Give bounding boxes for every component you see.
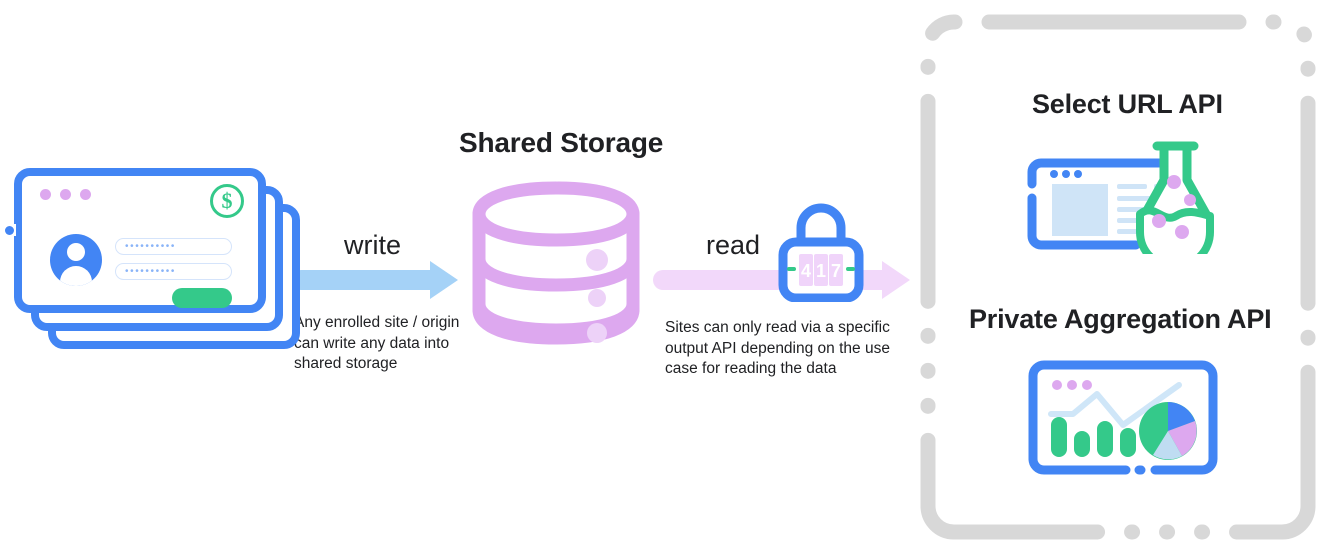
storage-dot-2	[588, 289, 606, 307]
combination-padlock-icon: 4 1 7	[778, 203, 864, 302]
select-url-api-heading: Select URL API	[1032, 89, 1223, 119]
source-sites-illustration: $ •••••••••• ••••••••••	[5, 168, 304, 358]
username-field[interactable]: ••••••••••	[115, 238, 232, 255]
avatar-head	[67, 243, 85, 261]
flask-icon	[1136, 141, 1214, 254]
bar-series	[1051, 417, 1136, 457]
read-label: read	[706, 230, 761, 260]
shared-storage-heading: Shared Storage	[459, 127, 664, 158]
dash-left	[787, 267, 796, 271]
window-dots	[1052, 380, 1092, 390]
window-dots	[40, 189, 91, 200]
svg-text:1: 1	[816, 261, 826, 281]
content-block	[1052, 184, 1108, 236]
write-label: write	[344, 230, 402, 260]
pie-chart	[1139, 402, 1197, 460]
trend-line	[1048, 382, 1182, 428]
storage-dot-3	[587, 323, 607, 343]
password-field[interactable]: ••••••••••	[115, 263, 232, 280]
card-border-dot	[5, 226, 14, 235]
browser-card-front: $ •••••••••• ••••••••••	[14, 168, 266, 313]
private-aggregation-api-heading: Private Aggregation API	[969, 304, 1272, 334]
window-dot-1	[40, 189, 51, 200]
database-cylinder-icon	[472, 181, 640, 345]
read-arrow-head	[882, 261, 910, 299]
window-dot-3	[80, 189, 91, 200]
svg-text:4: 4	[801, 261, 811, 281]
private-aggregation-api-icon	[1028, 360, 1218, 475]
dash-right	[846, 267, 855, 271]
avatar	[50, 234, 102, 286]
avatar-body	[60, 266, 92, 286]
output-apis-panel-border	[920, 14, 1316, 540]
write-arrow	[291, 270, 433, 290]
write-caption: Any enrolled site / origin can write any…	[294, 314, 460, 372]
read-caption: Sites can only read via a specific outpu…	[665, 319, 890, 377]
svg-text:7: 7	[831, 261, 841, 281]
combination-dials: 4 1 7	[799, 254, 843, 286]
select-url-api-icon	[1027, 141, 1214, 254]
write-arrow-head	[430, 261, 458, 299]
dollar-icon: $	[210, 184, 244, 218]
submit-button[interactable]	[172, 288, 232, 308]
window-dot-2	[60, 189, 71, 200]
storage-dot-1	[586, 249, 608, 271]
